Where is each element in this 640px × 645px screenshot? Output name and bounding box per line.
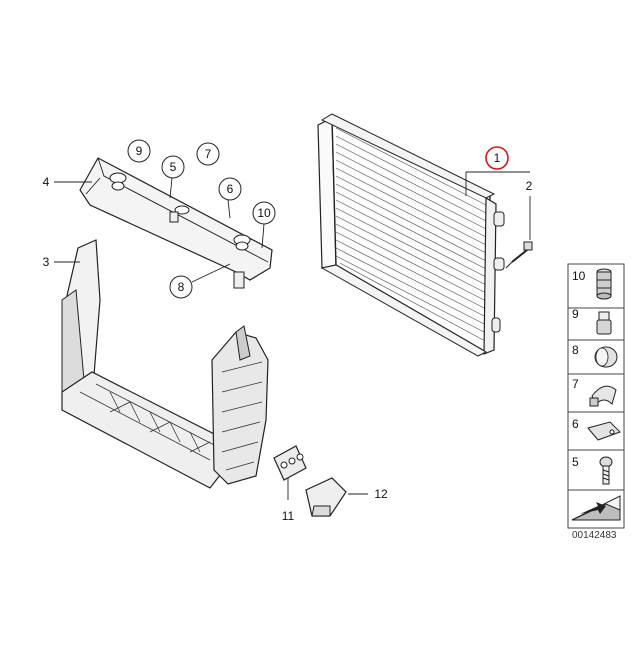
- rubber-mount-icon: [596, 268, 612, 300]
- callout-5: 5: [170, 160, 177, 174]
- callout-1-highlight-ring: [485, 146, 509, 170]
- callout-12: 12: [374, 487, 388, 501]
- panel-label-9: 9: [572, 307, 579, 321]
- panel-label-7: 7: [572, 377, 579, 391]
- callout-1: 1: [494, 151, 501, 165]
- upper-carrier-drawing: [79, 157, 273, 289]
- hose-clip-icon: [589, 385, 617, 407]
- callout-8: 8: [178, 280, 185, 294]
- callouts: 1 2 3 4 5 6 7 8 9 10 11 12: [43, 139, 533, 523]
- callout-9: 9: [136, 144, 143, 158]
- callout-10: 10: [257, 206, 271, 220]
- bracket-12-drawing: [305, 477, 347, 517]
- side-parts-panel: 10 9 8 7 6: [567, 263, 625, 529]
- panel-label-10: 10: [572, 269, 586, 283]
- bracket-icon: [587, 421, 621, 441]
- cap-plug-icon: [594, 346, 618, 368]
- panel-label-6: 6: [572, 417, 579, 431]
- bracket-11-drawing: [273, 445, 307, 481]
- panel-label-8: 8: [572, 343, 579, 357]
- wedge-arrow-icon: [571, 495, 621, 521]
- panel-label-5: 5: [572, 455, 579, 469]
- support-frame-drawing: [61, 239, 269, 489]
- callout-4: 4: [43, 175, 50, 189]
- callout-3: 3: [43, 255, 50, 269]
- diagram-id: 00142483: [572, 530, 617, 541]
- leader-lines: [54, 171, 531, 500]
- callout-6: 6: [227, 182, 234, 196]
- bolt-drawing: [505, 241, 533, 269]
- radiator-drawing: [317, 113, 533, 357]
- callout-7: 7: [205, 147, 212, 161]
- screw-icon: [599, 456, 613, 485]
- pin-clip-icon: [596, 311, 612, 335]
- callout-2: 2: [526, 179, 533, 193]
- callout-11: 11: [282, 509, 295, 523]
